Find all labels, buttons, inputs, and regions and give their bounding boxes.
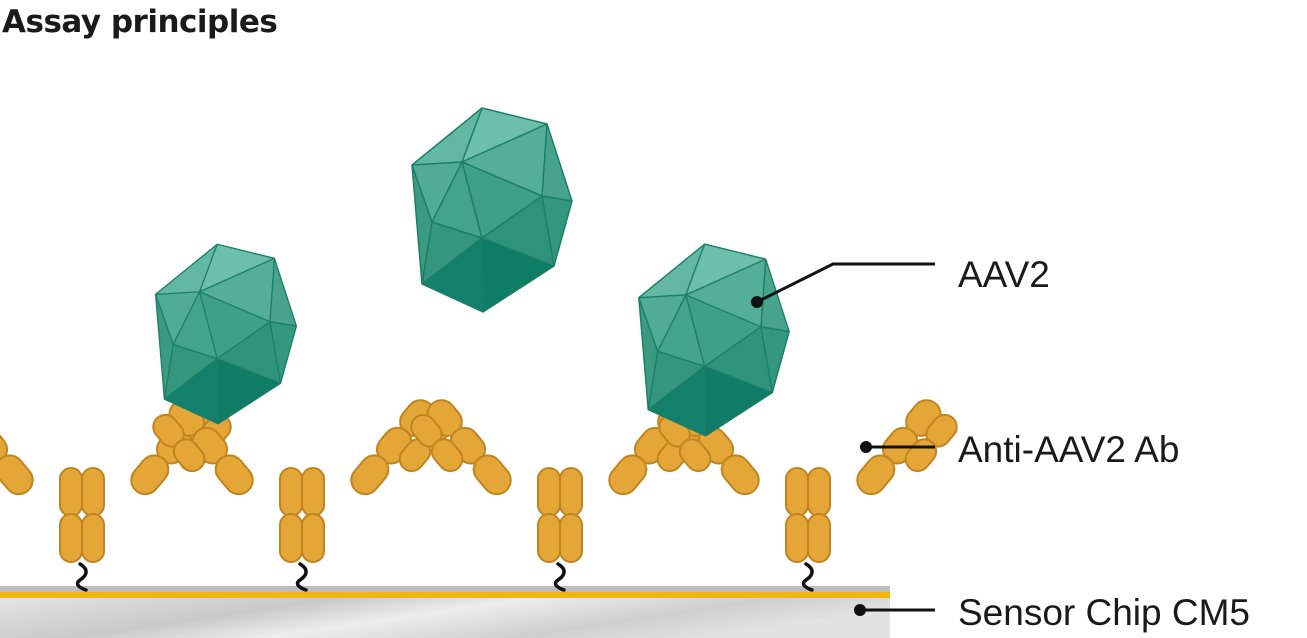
aav2-leader-line — [756, 262, 935, 304]
sensor-chip — [0, 586, 890, 638]
antibody-2 — [146, 392, 458, 592]
aav2-particle-bound-1 — [154, 243, 298, 425]
aav2-particle-bound-2 — [638, 243, 790, 437]
label-sensor-chip: Sensor Chip CM5 — [958, 592, 1250, 633]
label-aav2: AAV2 — [958, 254, 1050, 295]
chip-glass-base — [0, 598, 890, 638]
leader-lines — [751, 262, 935, 616]
chip-top-edge — [0, 586, 890, 592]
aav2-particle-free — [411, 107, 573, 313]
label-anti-aav2-ab: Anti-AAV2 Ab — [958, 429, 1179, 470]
page-title: Assay principles — [2, 4, 278, 40]
chip-gold-layer — [0, 592, 890, 598]
